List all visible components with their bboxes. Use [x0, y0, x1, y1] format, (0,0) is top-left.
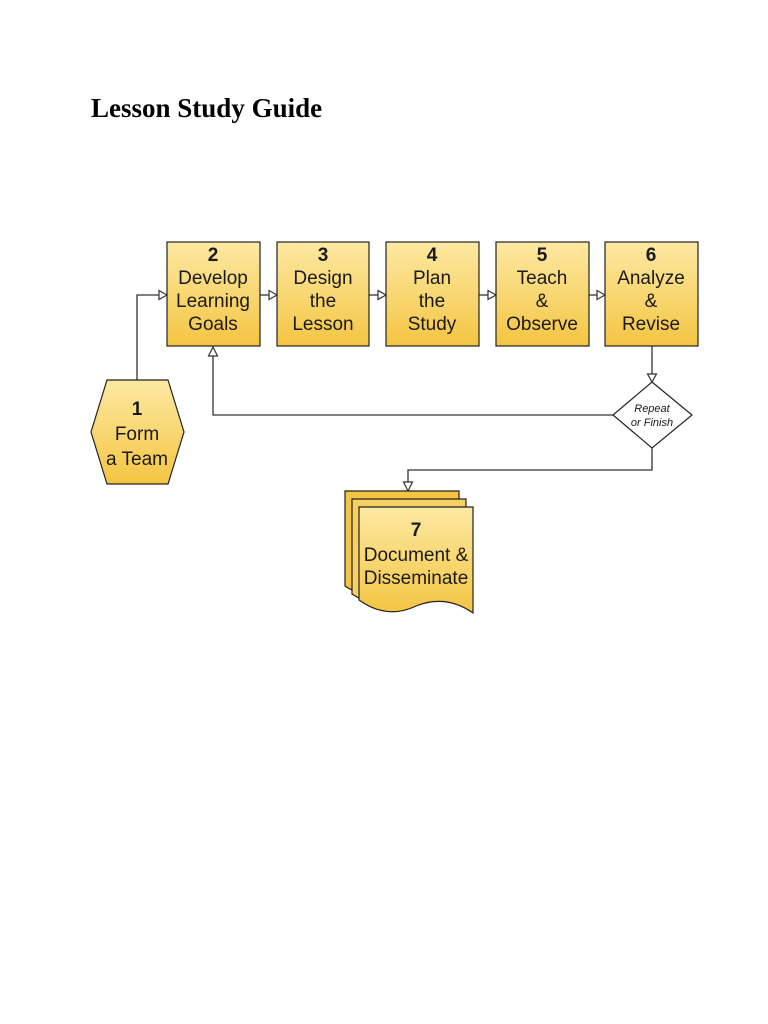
decision-line-2: or Finish: [631, 417, 673, 429]
node-7-number: 7: [411, 520, 422, 541]
node-6-line-2: &: [645, 291, 658, 312]
node-2-line-3: Goals: [188, 314, 238, 335]
node-4-box: [385, 241, 480, 347]
node-2-develop-learning-goals: 2 Develop Learning Goals: [166, 241, 261, 347]
node-3-line-2: the: [310, 291, 336, 312]
node-4-line-2: the: [419, 291, 445, 312]
node-6-number: 6: [646, 245, 657, 266]
decision-repeat-or-finish: Repeat or Finish: [612, 381, 693, 449]
node-5-line-1: Teach: [517, 268, 568, 289]
arrowhead-into-7: [402, 481, 414, 493]
document-front-sheet: [358, 506, 474, 615]
node-4-plan-the-study: 4 Plan the Study: [385, 241, 480, 347]
node-2-number: 2: [208, 245, 219, 266]
node-5-box: [495, 241, 590, 347]
page-title: Lesson Study Guide: [91, 93, 323, 123]
node-6-box: [604, 241, 699, 347]
node-4-line-3: Study: [408, 314, 457, 335]
arrowhead-into-5: [487, 289, 498, 301]
edges: [136, 294, 653, 482]
node-7-line-2: Disseminate: [364, 568, 469, 589]
node-7-line-1: Document &: [364, 545, 469, 566]
node-6-line-1: Analyze: [617, 268, 685, 289]
arrowhead-into-decision: [646, 373, 658, 384]
decision-diamond: [612, 381, 693, 449]
edge-1-to-2: [136, 294, 160, 380]
node-6-analyze-revise: 6 Analyze & Revise: [604, 241, 699, 347]
node-3-number: 3: [318, 245, 329, 266]
arrowheads: [158, 289, 658, 493]
node-5-line-3: Observe: [506, 314, 578, 335]
node-7-document-disseminate: 7 Document & Disseminate: [344, 490, 474, 615]
node-2-line-2: Learning: [176, 291, 250, 312]
edge-decision-finish-to-7: [407, 447, 653, 482]
node-1-form-a-team: 1 Form a Team: [90, 379, 185, 485]
arrowhead-into-6: [596, 289, 607, 301]
node-3-design-the-lesson: 3 Design the Lesson: [276, 241, 370, 347]
node-5-teach-observe: 5 Teach & Observe: [495, 241, 590, 347]
node-4-number: 4: [427, 245, 438, 266]
node-5-line-2: &: [536, 291, 549, 312]
decision-line-1: Repeat: [634, 403, 670, 415]
node-1-line-2: a Team: [106, 449, 168, 470]
arrowhead-into-3: [268, 289, 279, 301]
node-1-number: 1: [132, 399, 143, 420]
node-1-line-1: Form: [115, 424, 159, 445]
node-5-number: 5: [537, 245, 548, 266]
arrowhead-into-2: [158, 289, 169, 301]
node-2-box: [166, 241, 261, 347]
node-4-line-1: Plan: [413, 268, 451, 289]
node-3-line-1: Design: [293, 268, 352, 289]
node-3-box: [276, 241, 370, 347]
arrowhead-into-4: [377, 289, 388, 301]
hexagon-shape: [90, 379, 185, 485]
node-6-line-3: Revise: [622, 314, 680, 335]
arrowhead-repeat-into-2: [207, 345, 219, 357]
edge-decision-repeat-to-2: [212, 356, 613, 416]
node-3-line-3: Lesson: [292, 314, 353, 335]
node-2-line-1: Develop: [178, 268, 248, 289]
